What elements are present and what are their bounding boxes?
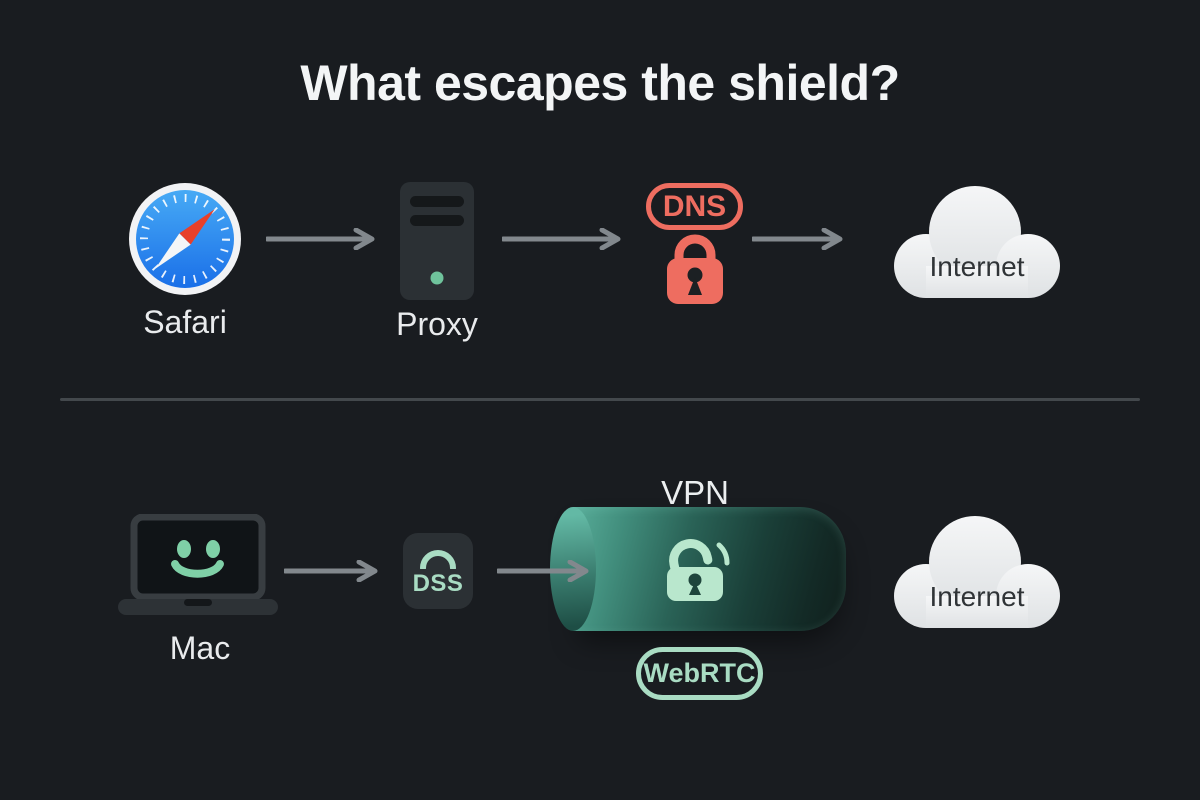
flow-arrow-icon (266, 228, 375, 250)
laptop-smiley-icon (118, 514, 278, 615)
cloud-icon: Internet (894, 516, 1060, 628)
mac-label: Mac (169, 630, 231, 666)
internet-label: Internet (930, 581, 1025, 612)
dss-badge: DSS (403, 533, 473, 609)
webrtc-leak-badge: WebRTC (636, 647, 763, 700)
page-title: What escapes the shield? (300, 55, 900, 111)
server-tower-icon (400, 182, 474, 300)
section-divider (60, 398, 1140, 401)
flow-arrow-icon (497, 560, 589, 582)
internet-label: Internet (930, 251, 1025, 282)
vpn-label: VPN (661, 474, 729, 511)
padlock-locking-icon (667, 539, 730, 601)
flow-arrow-icon (284, 560, 378, 582)
cloud-icon: Internet (894, 186, 1060, 298)
safari-compass-icon (129, 183, 241, 295)
safari-label: Safari (143, 304, 227, 340)
proxy-label: Proxy (396, 306, 478, 342)
dss-label: DSS (412, 569, 464, 597)
padlock-icon (667, 234, 723, 304)
tunnel-cylinder-icon (550, 507, 846, 631)
dss-shackle-icon (420, 549, 456, 569)
flow-arrow-icon (502, 228, 621, 250)
dns-leak-badge: DNS (646, 183, 743, 230)
flow-arrow-icon (752, 228, 843, 250)
